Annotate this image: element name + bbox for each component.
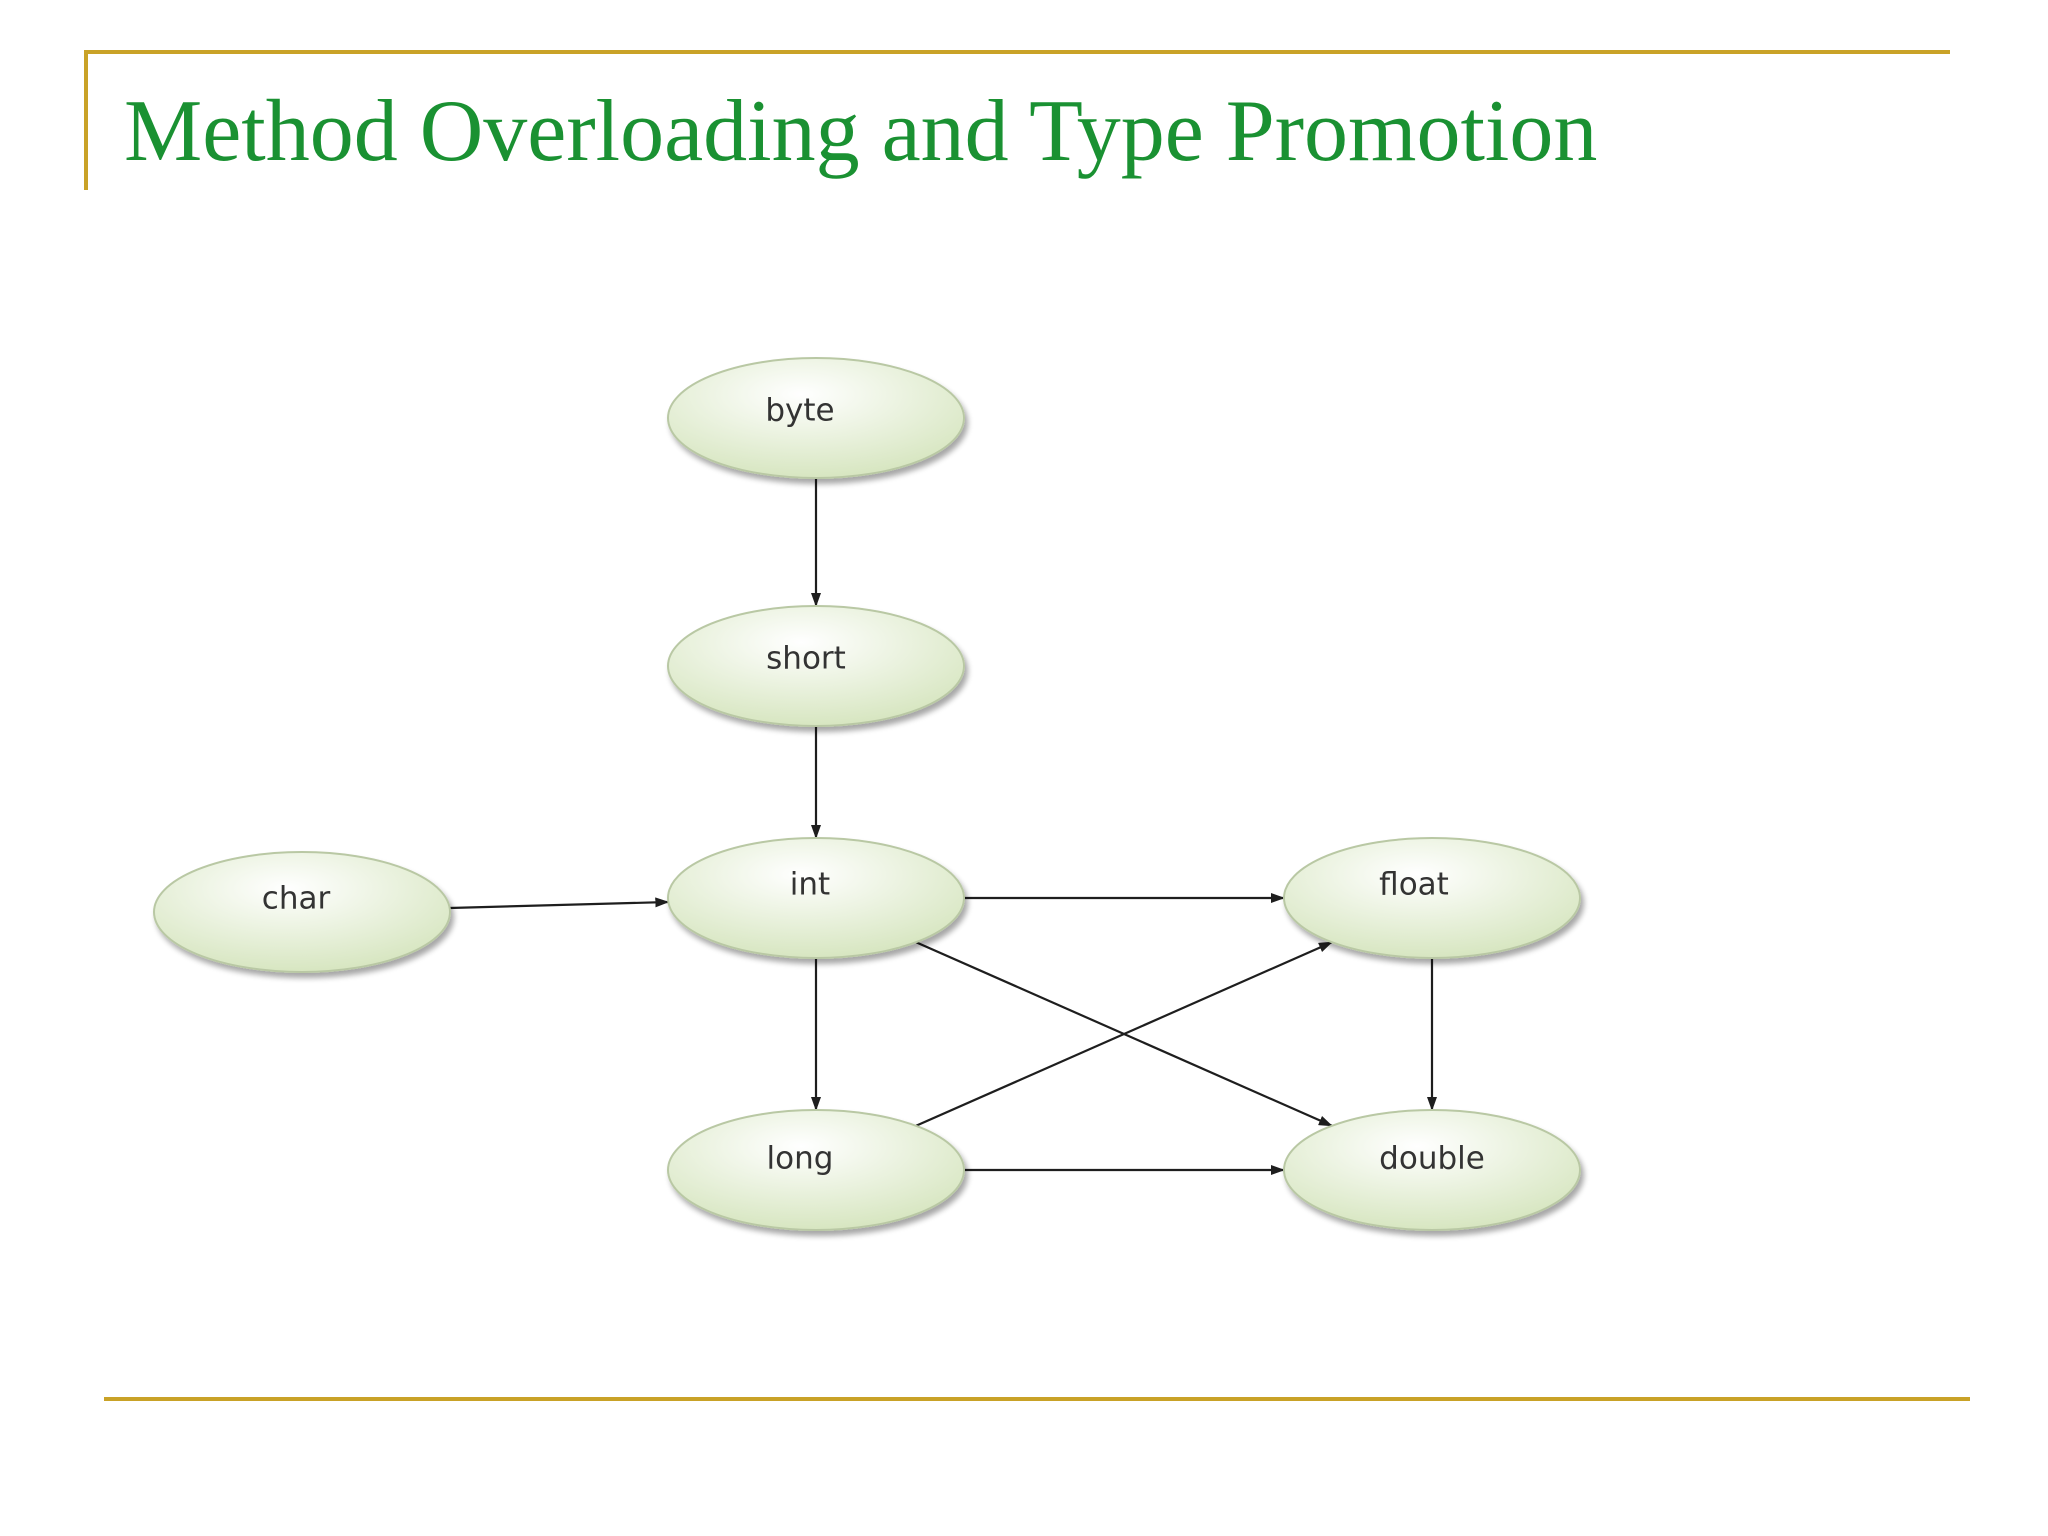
slide-title: Method Overloading and Type Promotion [124,83,1598,180]
node-short-label: short [766,641,846,677]
node-char-label: char [262,881,331,917]
edges [449,478,1437,1175]
node-byte-label: byte [765,393,834,429]
node-long-ellipse [667,1109,965,1231]
node-double-ellipse [1283,1109,1581,1231]
node-float-label: float [1379,867,1449,903]
node-double-label: double [1379,1141,1485,1177]
node-float-ellipse [1283,837,1581,959]
edge-long-to-float [915,941,1333,1127]
node-char: char [153,851,451,973]
node-short: short [667,605,965,727]
node-short-ellipse [667,605,965,727]
node-byte-ellipse [667,357,965,479]
node-int-ellipse [667,837,965,959]
bottom-rule [104,1397,1970,1401]
top-rule [84,50,1950,54]
left-rule [84,50,88,190]
node-byte: byte [667,357,965,479]
node-int-label: int [790,867,830,903]
node-long-label: long [767,1141,834,1177]
edge-char-to-int [449,897,670,910]
node-double: double [1283,1109,1581,1231]
node-float: float [1283,837,1581,959]
node-long: long [667,1109,965,1231]
node-int: int [667,837,965,959]
node-char-ellipse [153,851,451,973]
